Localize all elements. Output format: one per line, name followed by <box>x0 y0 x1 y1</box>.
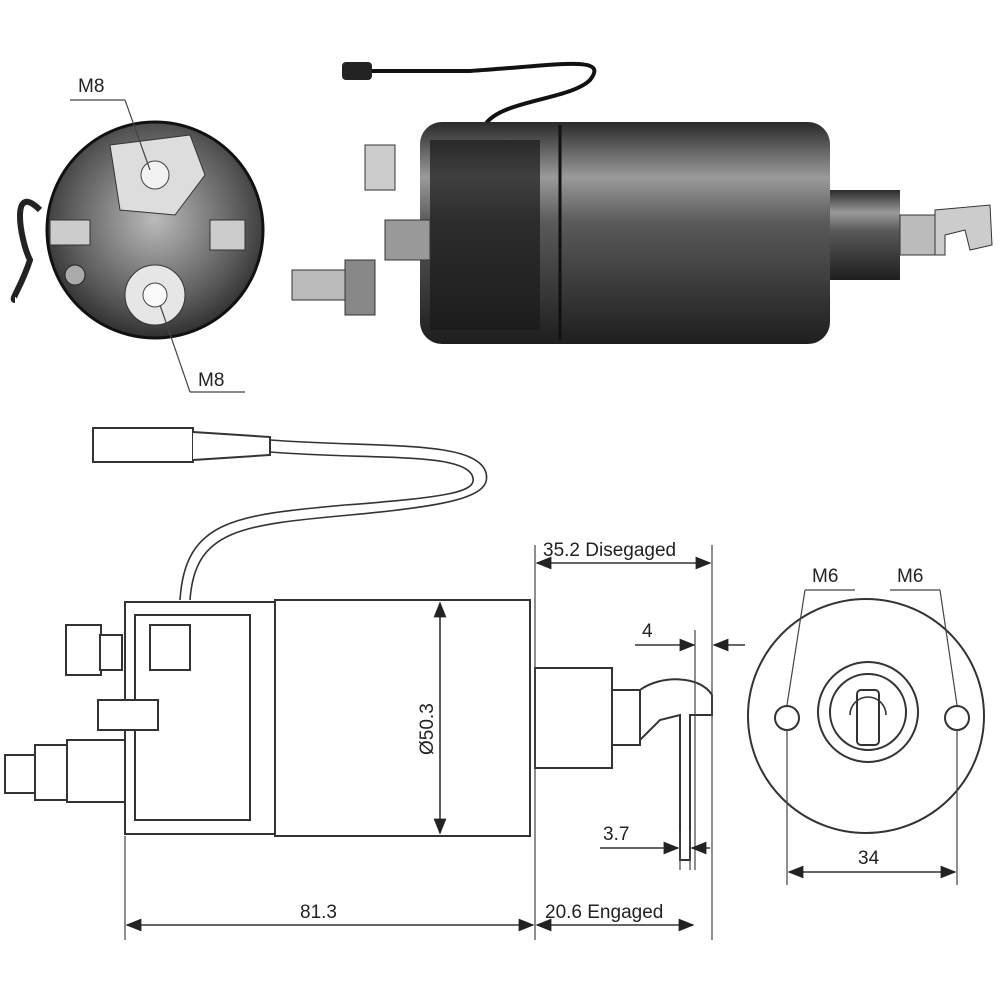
nut-bottom-drawing <box>34 744 68 801</box>
label-clip: 3.7 <box>603 824 629 845</box>
label-engaged: 20.6 Engaged <box>545 902 663 923</box>
terminal-drawing <box>149 624 191 671</box>
terminal-block <box>384 219 431 261</box>
wire-drawing <box>189 439 488 601</box>
leader-line <box>159 304 191 393</box>
drawing-side-view: 35.2 Disegaged 4 Ø50.3 3.7 81.3 20.6 Eng… <box>4 427 745 940</box>
plunger-tip <box>856 689 880 746</box>
label-disengaged: 35.2 Disegaged <box>543 540 676 561</box>
plunger-drawing <box>534 667 613 769</box>
wire <box>10 198 43 303</box>
wire <box>372 61 597 127</box>
washer-drawing <box>66 739 126 803</box>
connector-sleeve-drawing <box>192 431 271 461</box>
plunger <box>830 190 900 280</box>
clip <box>934 204 993 256</box>
label-hole-spacing: 34 <box>858 848 880 869</box>
m6-hole-left <box>774 705 800 731</box>
drawing-end-view: M6 M6 34 <box>747 566 985 885</box>
connector-drawing <box>92 427 194 463</box>
m8-stud-top <box>140 160 170 190</box>
terminal-drawing <box>97 699 159 731</box>
label-length: 81.3 <box>300 902 337 923</box>
threaded-stud <box>291 269 348 301</box>
wire-connector <box>342 62 372 80</box>
nut <box>899 214 936 256</box>
nut-top <box>364 144 396 191</box>
label-m6-right: M6 <box>897 566 923 587</box>
terminal-screw <box>64 264 86 286</box>
m8-stud-bottom <box>142 282 168 308</box>
nut-top-drawing <box>65 624 102 676</box>
nut-bottom <box>344 259 376 316</box>
small-terminal <box>209 219 246 251</box>
photo-end-view: M8 M8 <box>10 76 265 393</box>
label-m6-left: M6 <box>812 566 838 587</box>
body-end-shadow <box>430 140 540 330</box>
washer-drawing <box>99 634 123 671</box>
label-m8-bottom: M8 <box>198 370 224 391</box>
label-diameter: Ø50.3 <box>417 703 438 755</box>
wire-drawing <box>179 451 474 601</box>
end-cap <box>45 120 265 340</box>
stud-drawing <box>4 754 36 794</box>
leader-line <box>124 99 151 171</box>
leader-line <box>939 589 958 706</box>
label-m8-top: M8 <box>78 76 104 97</box>
leader-line <box>786 589 806 706</box>
small-terminal <box>49 219 91 246</box>
clip-drawing <box>639 678 713 861</box>
plunger-arc <box>849 696 887 716</box>
nut-drawing <box>611 689 641 746</box>
m6-hole-right <box>944 705 970 731</box>
can-drawing <box>274 599 531 837</box>
label-gap: 4 <box>642 621 653 642</box>
photo-side-view <box>291 61 993 344</box>
